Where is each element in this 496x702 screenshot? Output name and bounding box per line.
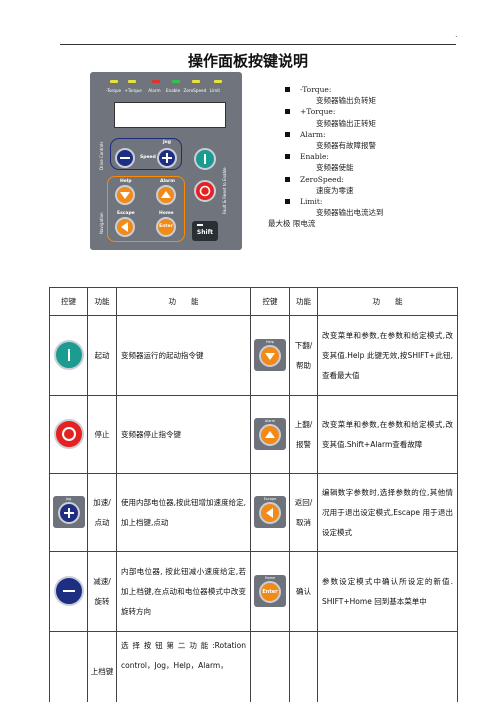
header-rule: [60, 44, 456, 45]
table-row: 减速/旋转 内部电位器, 按此钮减小速度给定,若加上档键,在点动和电位器模式中改…: [49, 551, 458, 632]
down-help-button[interactable]: [115, 185, 135, 205]
alarm-key-icon: Alarm: [254, 417, 286, 450]
indicator-leds: [110, 80, 240, 86]
row-function-desc: 参数设定模式中确认所设定的新值. SHIFT+Home 回到基本菜单中: [317, 551, 458, 632]
legend-item: Enable:: [268, 151, 438, 162]
header-description: 功 能: [317, 287, 458, 316]
chevron-down-icon: [120, 192, 130, 199]
decrease-key-icon: [53, 575, 84, 606]
shift-button-label: Shift: [196, 229, 214, 236]
stop-ring-icon: [199, 185, 211, 197]
row-function-desc: 改变菜单和参数,在参数和给定模式,改变其值.Help 此键无效,按SHIFT+此…: [317, 315, 458, 396]
escape-button[interactable]: [115, 217, 135, 237]
led-limit: [214, 80, 222, 83]
stop-button[interactable]: [194, 180, 216, 202]
header-function: 功能: [289, 287, 318, 316]
indicator-labels: -Torque +Torque Alarm Enable ZeroSpeed L…: [106, 88, 220, 93]
chevron-left-icon: [266, 507, 273, 518]
indicator-legend: -Torque: 变频器输出负转矩 +Torque: 变频器输出正转矩 Alar…: [268, 84, 438, 230]
help-key-icon: Help: [254, 338, 286, 371]
shift-dash-icon: [197, 224, 203, 226]
home-label: Home: [159, 211, 174, 216]
page-title: 操作面板按键说明: [187, 52, 308, 70]
row-function-name: 减速/旋转: [87, 551, 117, 632]
chevron-up-icon: [265, 430, 275, 438]
row-function-desc: 内部电位器, 按此钮减小速度给定,若加上档键,在点动和电位器模式中改变旋转方向: [116, 551, 251, 632]
decrease-button[interactable]: [115, 148, 135, 168]
row-function-name: 加速/点动: [87, 473, 117, 552]
home-enter-key-icon: Home Enter: [254, 574, 286, 607]
minus-icon: [120, 157, 130, 159]
enter-button-label: Enter: [159, 224, 173, 229]
increase-button[interactable]: [157, 148, 177, 168]
help-label: Help: [120, 179, 132, 184]
jog-key-icon: Jog: [52, 495, 85, 528]
lcd-display: [114, 102, 226, 128]
drive-controls-group: [110, 138, 182, 170]
up-alarm-button[interactable]: [156, 185, 176, 205]
legend-item: Limit:: [268, 196, 438, 207]
header-key: 控键: [250, 287, 290, 316]
header-function: 功能: [87, 287, 117, 316]
led-pos-torque: [128, 80, 136, 83]
row-function-desc: 变频器运行的起动指令键: [116, 315, 251, 396]
stop-key-icon: [53, 418, 84, 449]
row-function-name: 确认: [289, 551, 318, 632]
header-description: 功 能: [116, 287, 251, 316]
row-function-name: 起动: [87, 315, 117, 396]
row-function-name: [289, 631, 318, 702]
led-alarm: [152, 80, 160, 83]
navigation-label: Navigation: [99, 212, 104, 234]
table-header-row: 控键 功能 功 能 控键 功能 功 能: [49, 287, 458, 316]
led-enable: [172, 80, 180, 83]
legend-item: Alarm:: [268, 129, 438, 140]
fault-reset-label: Fault & Reset to Enable: [222, 167, 227, 214]
row-function-name: 停止: [87, 395, 117, 474]
speed-label: Speed: [140, 155, 156, 160]
legend-item: ZeroSpeed:: [268, 174, 438, 185]
chevron-left-icon: [121, 222, 128, 232]
plus-icon: [63, 507, 74, 518]
table-row: 上档键 选择按钮第二功能:Rotation control，Jog，Help，A…: [49, 631, 458, 702]
row-function-desc: 变频器停止指令键: [116, 395, 251, 474]
legend-item: -Torque:: [268, 84, 438, 95]
shift-button[interactable]: Shift: [192, 221, 218, 241]
led-zerospeed: [192, 80, 200, 83]
chevron-down-icon: [265, 352, 275, 360]
navigation-group: [107, 176, 185, 242]
row-function-desc: [317, 631, 458, 702]
escape-key-icon: Escape: [254, 495, 286, 528]
alarm-label: Alarm: [160, 179, 175, 184]
start-button[interactable]: [194, 148, 216, 170]
page-corner-mark: .: [455, 30, 458, 39]
chevron-up-icon: [161, 191, 171, 198]
plus-icon: [162, 153, 172, 163]
table-row: 停止 变频器停止指令键 Alarm 上翻/报警 改变菜单和参数,在参数和给定模式…: [49, 395, 458, 474]
row-function-desc: 使用内部电位器,按此钮增加速度给定,加上档键,点动: [116, 473, 251, 552]
escape-label: Escape: [117, 211, 135, 216]
drive-controls-label: Drive Controls: [99, 141, 104, 170]
jog-label: Jog: [163, 140, 171, 145]
enter-button[interactable]: Enter: [156, 217, 176, 237]
row-function-name: 下翻/帮助: [289, 315, 318, 396]
row-function-desc: 编辑数字参数时,选择参数的位,其他情况用于退出设定模式,Escape 用于退出设…: [317, 473, 458, 552]
row-function-name: 返回/取消: [289, 473, 318, 552]
table-row: 起动 变频器运行的起动指令键 Help 下翻/帮助 改变菜单和参数,在参数和给定…: [49, 315, 458, 396]
table-row: Jog 加速/点动 使用内部电位器,按此钮增加速度给定,加上档键,点动 Esca…: [49, 473, 458, 552]
start-key-icon: [53, 339, 84, 370]
key-function-table: 控键 功能 功 能 控键 功能 功 能 起动 变频器运行的起动指令键 Help …: [49, 287, 458, 702]
row-function-name: 上档键: [87, 631, 117, 702]
row-function-desc: 改变菜单和参数,在参数和给定模式,改变其值.Shift+Alarm查看故障: [317, 395, 458, 474]
start-bar-icon: [204, 154, 206, 164]
operator-panel-image: -Torque +Torque Alarm Enable ZeroSpeed L…: [90, 72, 242, 250]
legend-item: +Torque:: [268, 106, 438, 117]
led-neg-torque: [110, 80, 118, 83]
row-function-desc: 选择按钮第二功能:Rotation control，Jog，Help，Alarm…: [116, 631, 251, 702]
row-function-name: 上翻/报警: [289, 395, 318, 474]
header-key: 控键: [49, 287, 88, 316]
